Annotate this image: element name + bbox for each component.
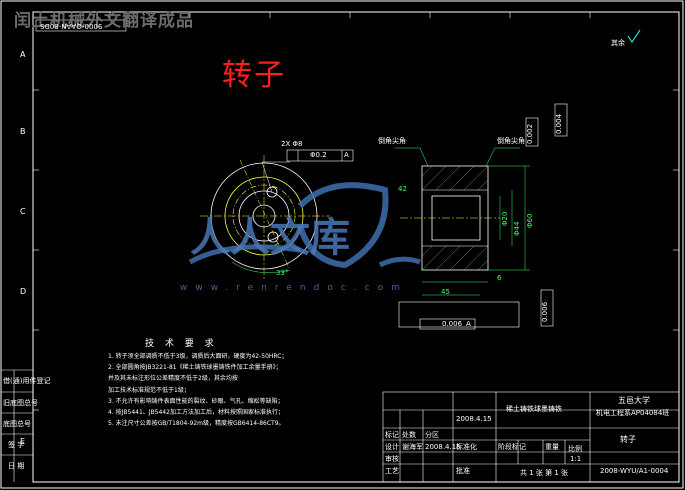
tech-req-lines: 1. 转子须全部调质不低于3级，调质后大面研，硬度为42-50HRC； 2. 全… bbox=[108, 351, 287, 429]
design-name: 谢海军 bbox=[402, 443, 423, 451]
tech-req-line-2: 2. 全部圆角按JB3221-81《稀土铸铁球墨铸铁件加工余量手册》； bbox=[108, 364, 282, 372]
zone-label-c: C bbox=[20, 207, 26, 216]
inner-diameter: Φ20 bbox=[501, 211, 509, 226]
design-label: 设计 bbox=[385, 443, 399, 451]
university-name: 五邑大学 bbox=[618, 396, 650, 405]
zone-label-e: E bbox=[20, 437, 26, 446]
zone-label-b: B bbox=[20, 127, 26, 136]
zone-label-a: A bbox=[20, 50, 26, 59]
craft-label: 工艺 bbox=[385, 467, 399, 475]
tech-req-line-5: 3. 不允许有影响铸件表面性能的裂纹、砂眼、气孔、缩松等缺陷； bbox=[108, 397, 284, 405]
approve-label: 批准 bbox=[456, 467, 470, 475]
department: 机电工程系AP04084班 bbox=[596, 409, 670, 417]
tech-req-line-1: 1. 转子须全部调质不低于3级，调质后大面研，硬度为42-50HRC； bbox=[108, 353, 288, 360]
outer-diameter: Φ60 bbox=[526, 213, 534, 228]
tech-req-line-4: 加工技术标准规范不低于1级； bbox=[108, 386, 190, 394]
check-label: 审核 bbox=[385, 455, 399, 463]
hole-label: 2X Φ8 bbox=[281, 140, 303, 148]
position-tolerance: Φ0.2 bbox=[310, 151, 327, 159]
watermark-top-text: 闰土机械外文翻译成品 bbox=[14, 11, 194, 31]
side-label-date: 日 期 bbox=[8, 462, 25, 470]
title-block-lines bbox=[382, 391, 680, 483]
watermark-logo-shapes bbox=[188, 182, 421, 269]
watermark-url: www.renrendoc.com bbox=[180, 283, 408, 293]
side-label-borrow: 借(通)用件登记 bbox=[3, 377, 51, 385]
side-label-sign: 签 字 bbox=[8, 441, 25, 449]
row-label-count: 处数 bbox=[402, 431, 416, 439]
tech-req-title: 技 术 要 求 bbox=[145, 339, 218, 349]
middle-diameter: Φ44 bbox=[513, 221, 521, 236]
project-name: 稀土铸铁球墨铸铁 bbox=[506, 405, 562, 413]
row-label-mark: 标记 bbox=[385, 431, 399, 439]
position-datum: A bbox=[344, 151, 349, 159]
designer-date: 2008.4.15 bbox=[456, 415, 492, 423]
chamfer-label-left: 倒角尖角 bbox=[378, 137, 406, 145]
bottom-datum: A bbox=[466, 320, 471, 328]
scale-label: 比例 bbox=[568, 445, 582, 453]
design-date: 2008.4.15 bbox=[425, 443, 461, 451]
stage-label: 阶段标记 bbox=[498, 443, 526, 451]
bottom-tolerance: 0.006 bbox=[442, 320, 463, 328]
drawing-number: 2008-WYU/A1-0004 bbox=[600, 467, 669, 475]
side-label-old-base: 旧底图总号 bbox=[3, 399, 38, 407]
tech-req-line-7: 5. 未注尺寸公差按GB/T1804-92m级，精度按GB6414-86CT9。 bbox=[108, 420, 285, 428]
zone-label-d: D bbox=[20, 287, 27, 296]
tech-req-line-3: 并及其未标注形位公差精度不低于2级，其余均按 bbox=[108, 375, 238, 383]
angle-dim: 33° bbox=[276, 269, 289, 277]
left-dim: 42 bbox=[398, 185, 407, 193]
sheet-count: 共 1 张 第 1 张 bbox=[520, 469, 569, 477]
chamfer-label-right: 倒角尖角 bbox=[497, 137, 525, 145]
tech-req-line-6: 4. 按JB5441、JB5442加工方法加工后，材料按照国家标准执行； bbox=[108, 409, 284, 417]
perpendicular-tolerance: 0.004 bbox=[555, 113, 563, 134]
std-label: 标准化 bbox=[456, 443, 477, 451]
row-label-zone: 分区 bbox=[425, 431, 439, 439]
front-view bbox=[200, 155, 330, 280]
runout-tolerance: 0.006 bbox=[541, 301, 549, 322]
section-view bbox=[395, 103, 568, 330]
width-dim: 45 bbox=[441, 288, 450, 296]
right-dim: 6 bbox=[497, 274, 502, 282]
part-name: 转子 bbox=[620, 435, 636, 444]
flat-tolerance: 0.002 bbox=[526, 123, 534, 144]
weight-label: 重量 bbox=[545, 443, 559, 451]
approval-mark: 其余 bbox=[611, 39, 625, 47]
side-label-base: 底图总号 bbox=[3, 420, 31, 428]
scale-value: 1:1 bbox=[570, 455, 582, 463]
top-drawing-number: 9000-QAAN-80DS bbox=[40, 22, 103, 30]
watermark-logo-text: 人人文库 bbox=[190, 215, 350, 261]
part-title: 转子 bbox=[222, 58, 286, 93]
